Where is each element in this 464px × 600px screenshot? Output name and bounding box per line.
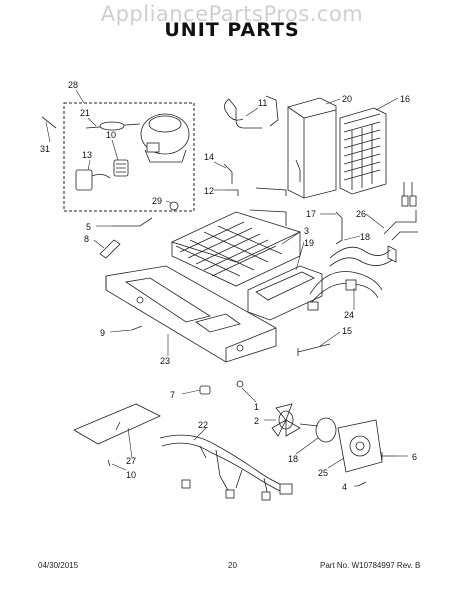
callout-24: 24 (344, 310, 354, 320)
callout-5: 5 (86, 222, 91, 232)
clip-part-12 (226, 189, 239, 196)
callout-18-upper: 18 (360, 232, 370, 242)
part-17 (335, 211, 343, 245)
callout-4: 4 (342, 482, 347, 492)
part-1 (236, 380, 244, 388)
valve-part-26 (383, 182, 418, 241)
callout-7: 7 (170, 390, 175, 400)
callout-26: 26 (356, 209, 366, 219)
footer-page-number: 20 (228, 561, 237, 570)
screw-part-9 (131, 325, 143, 331)
motor-bracket-25 (337, 419, 383, 473)
page-title: UNIT PARTS (164, 19, 300, 41)
insulation-pad-27 (73, 403, 161, 445)
fan-motor-18 (299, 417, 337, 443)
callout-10-lower: 10 (126, 470, 136, 480)
screw-part-31 (41, 116, 57, 129)
bushing-part-8 (99, 239, 121, 259)
callout-13: 13 (82, 150, 92, 160)
callout-27: 27 (126, 456, 136, 466)
callout-10: 10 (106, 130, 116, 140)
screw-part-15 (297, 343, 331, 356)
callout-9: 9 (100, 328, 105, 338)
condenser-shroud-20 (287, 97, 337, 199)
callout-22: 22 (198, 420, 208, 430)
callout-1: 1 (254, 402, 259, 412)
callout-3: 3 (304, 226, 309, 236)
callout-6: 6 (412, 452, 417, 462)
screw-part-10-lower (107, 459, 111, 467)
callout-17: 17 (306, 209, 316, 219)
callout-15: 15 (342, 326, 352, 336)
callout-21: 21 (80, 108, 90, 118)
callout-25: 25 (318, 468, 328, 478)
callout-23: 23 (160, 356, 170, 366)
callout-19: 19 (304, 238, 314, 248)
wire-harness-18-upper (329, 245, 397, 267)
wire-harness-22 (159, 434, 293, 501)
fan-blade-2 (271, 403, 301, 437)
callout-20: 20 (342, 94, 352, 104)
callout-31: 31 (40, 144, 50, 154)
callout-12: 12 (204, 186, 214, 196)
part-7 (199, 385, 211, 395)
screw-part-4 (357, 481, 367, 487)
clip-part-14 (223, 163, 233, 184)
tube-part-11 (224, 98, 262, 129)
callout-2: 2 (254, 416, 259, 426)
callout-16: 16 (400, 94, 410, 104)
compressor-kit-group (63, 102, 195, 212)
callout-18-lower: 18 (288, 454, 298, 464)
watermark: AppliancePartsPros.com (100, 2, 364, 26)
tube-part-5 (112, 217, 153, 227)
callout-11: 11 (258, 98, 267, 108)
callout-8: 8 (84, 234, 89, 244)
callout-14: 14 (204, 152, 214, 162)
callout-28: 28 (68, 80, 78, 90)
condenser-coil-16 (339, 107, 387, 195)
screw-part-6 (381, 452, 396, 460)
base-plate-23 (105, 265, 277, 363)
footer-date: 04/30/2015 (38, 561, 79, 570)
footer-part-number: Part No. W10784997 Rev. B (320, 561, 421, 570)
callout-29: 29 (152, 196, 162, 206)
